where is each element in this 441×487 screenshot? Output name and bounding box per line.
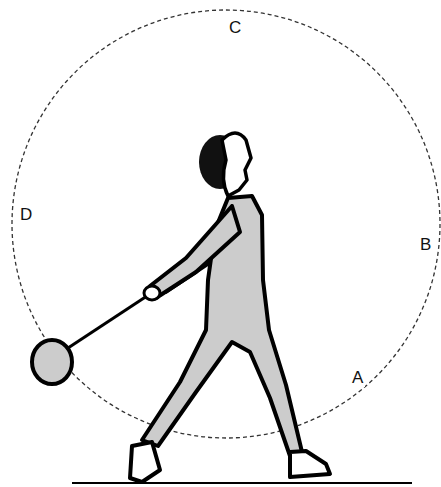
front-shoe bbox=[290, 451, 330, 477]
front-arm bbox=[150, 206, 240, 298]
position-label: A bbox=[350, 368, 365, 387]
position-label: C bbox=[227, 18, 243, 37]
face bbox=[222, 133, 251, 196]
body bbox=[142, 196, 302, 456]
hammer-wire bbox=[68, 294, 150, 348]
rotation-circle bbox=[12, 10, 440, 438]
hands bbox=[144, 286, 160, 300]
ground-line bbox=[72, 482, 412, 484]
position-label: B bbox=[418, 235, 433, 254]
position-label: D bbox=[18, 205, 34, 224]
hammer-ball bbox=[32, 340, 72, 384]
back-shoe bbox=[130, 442, 160, 482]
